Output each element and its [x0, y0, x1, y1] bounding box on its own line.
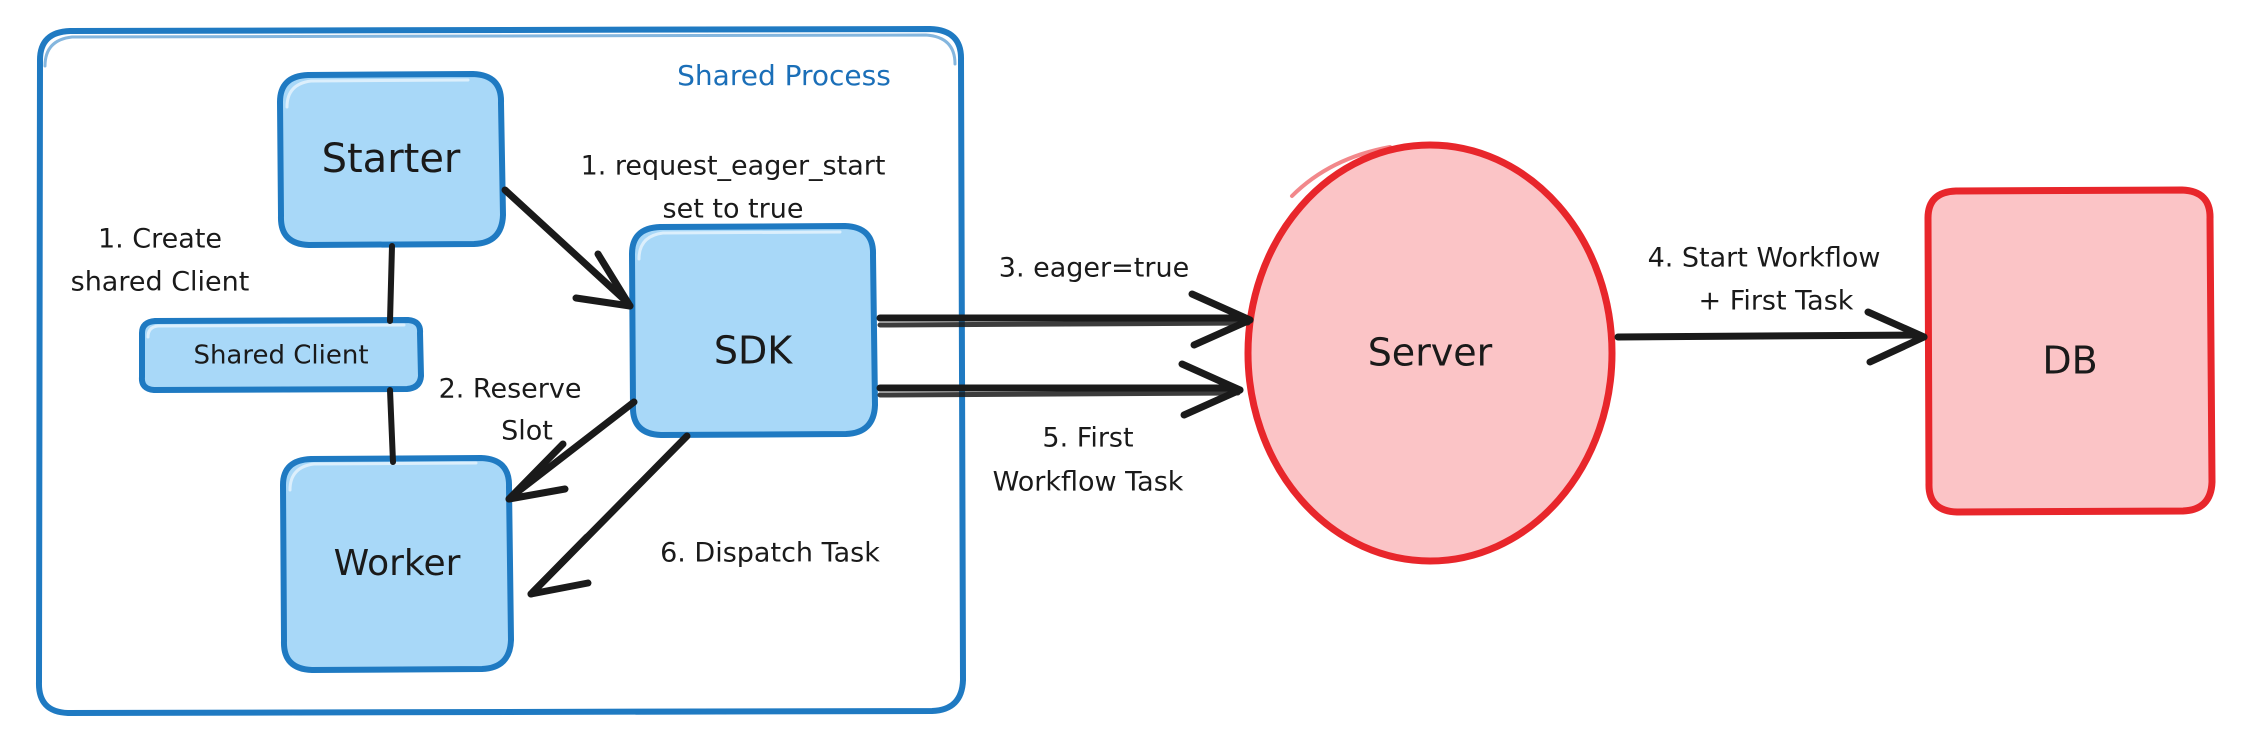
edge-label-line2: Slot	[501, 416, 553, 447]
edge-label-first-workflow-task: 5. First Workflow Task	[993, 423, 1184, 498]
edge-sdk-server-first-workflow-task	[876, 360, 1244, 419]
node-sdk-label: SDK	[714, 329, 793, 373]
node-worker-label: Worker	[334, 543, 461, 584]
edge-label-line1: 3. eager=true	[999, 253, 1189, 284]
edge-label-reserve-slot: 2. Reserve Slot	[439, 374, 582, 447]
node-db[interactable]: DB	[1924, 186, 2216, 516]
node-starter-label: Starter	[322, 136, 461, 182]
edge-label-eager-true: 3. eager=true	[999, 253, 1189, 284]
shared-process-label: Shared Process	[677, 59, 891, 92]
node-starter[interactable]: Starter	[277, 71, 506, 248]
edge-starter-shared-client	[387, 243, 396, 465]
edge-label-line2: shared Client	[71, 267, 250, 298]
edge-label-line1: 1. Create	[98, 224, 222, 255]
edge-label-line1: 6. Dispatch Task	[660, 538, 880, 569]
edge-label-request-eager-start: 1. request_eager_start set to true	[581, 151, 886, 225]
edge-label-line1: 2. Reserve	[439, 374, 582, 405]
edge-label-line2: + First Task	[1699, 286, 1854, 317]
node-server[interactable]: Server	[1244, 141, 1616, 565]
edge-server-db-start-workflow	[1614, 308, 1928, 366]
node-db-label: DB	[2042, 339, 2097, 383]
edge-label-start-workflow: 4. Start Workflow + First Task	[1648, 243, 1881, 317]
shared-process-container[interactable]: Shared Process	[35, 26, 966, 716]
edge-label-line1: 4. Start Workflow	[1648, 243, 1881, 274]
node-server-label: Server	[1368, 331, 1493, 375]
edge-label-dispatch-task: 6. Dispatch Task	[660, 538, 880, 569]
edge-label-line1: 5. First	[1042, 423, 1133, 454]
edge-sdk-server-eager-true	[876, 290, 1254, 349]
node-sdk[interactable]: SDK	[629, 223, 878, 438]
edge-starter-sdk	[501, 186, 634, 310]
edge-sdk-worker-reserve-slot	[505, 398, 638, 503]
node-worker[interactable]: Worker	[280, 455, 514, 673]
edge-label-create-shared-client: 1. Create shared Client	[71, 224, 250, 298]
node-shared-client[interactable]: Shared Client	[138, 317, 424, 393]
edge-label-line1: 1. request_eager_start	[581, 151, 886, 182]
edge-label-line2: set to true	[663, 194, 804, 225]
edge-sdk-worker-dispatch-task	[527, 432, 691, 598]
node-shared-client-label: Shared Client	[193, 341, 368, 371]
edge-label-line2: Workflow Task	[993, 467, 1184, 498]
